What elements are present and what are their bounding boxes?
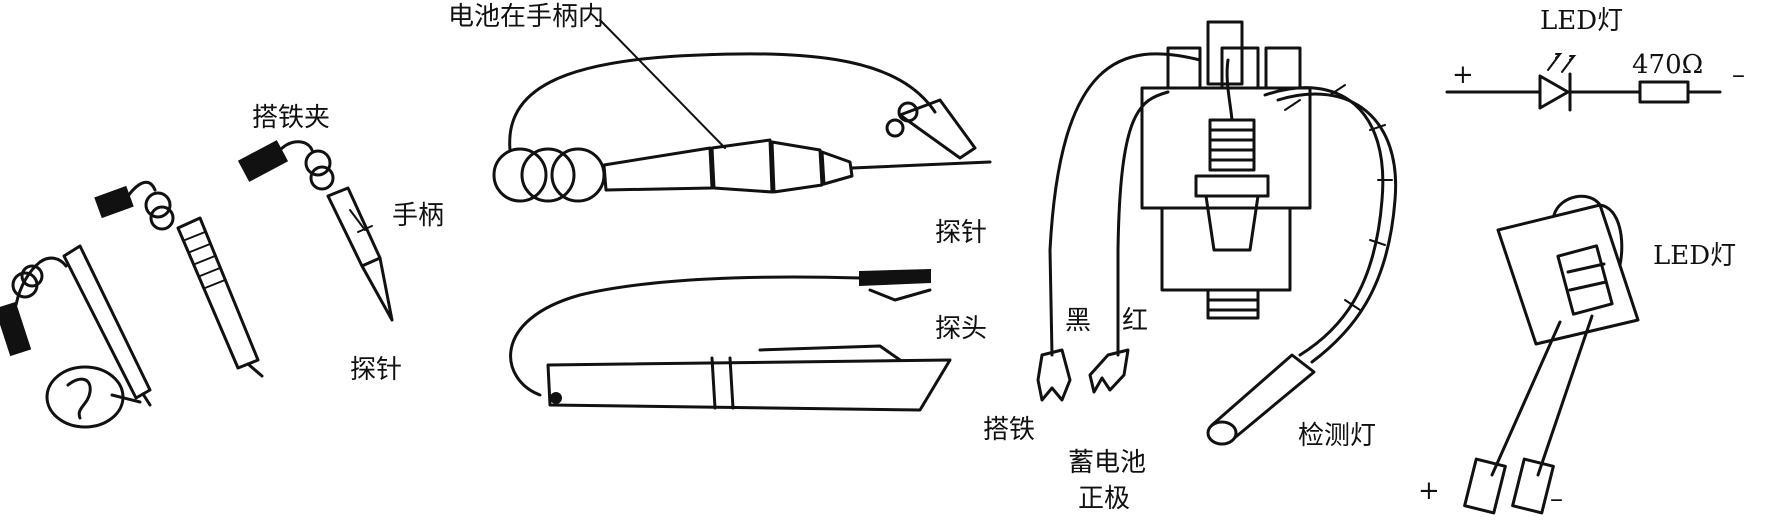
battery-handle-lamp-drawing	[492, 19, 992, 203]
label-battery-positive-line1: 蓄电池	[1068, 448, 1147, 478]
test-lamp-medium-drawing	[94, 180, 264, 378]
label-battery-in-handle: 电池在手柄内	[448, 2, 605, 32]
label-ground-clip: 搭铁夹	[252, 103, 331, 133]
led-lamp-drawing	[1463, 194, 1640, 515]
label-minus-top: –	[1732, 60, 1745, 90]
label-resistor-value: 470Ω	[1632, 50, 1704, 80]
label-probe-mid: 探针	[935, 218, 988, 248]
led-schematic-drawing	[1445, 53, 1722, 112]
label-test-lamp: 检测灯	[1298, 421, 1377, 451]
label-red-wire: 红	[1122, 306, 1149, 336]
test-lamp-large-drawing	[237, 140, 394, 322]
probe-head-lamp-drawing	[509, 268, 952, 412]
test-lamp-small-drawing	[0, 244, 152, 429]
spark-plug-test-drawing	[1036, 20, 1398, 446]
label-handle: 手柄	[392, 201, 445, 231]
label-battery-positive-line2: 正极	[1078, 484, 1131, 514]
label-led-top: LED灯	[1540, 6, 1624, 36]
label-plus-bottom: +	[1418, 476, 1440, 506]
label-probe-left: 探针	[350, 355, 403, 385]
label-black-wire: 黑	[1065, 306, 1092, 336]
label-led-right: LED灯	[1653, 241, 1737, 271]
label-probe-head: 探头	[935, 314, 988, 344]
label-ground: 搭铁	[983, 415, 1036, 445]
label-minus-bottom: –	[1550, 484, 1563, 514]
label-plus-top: +	[1452, 60, 1474, 90]
